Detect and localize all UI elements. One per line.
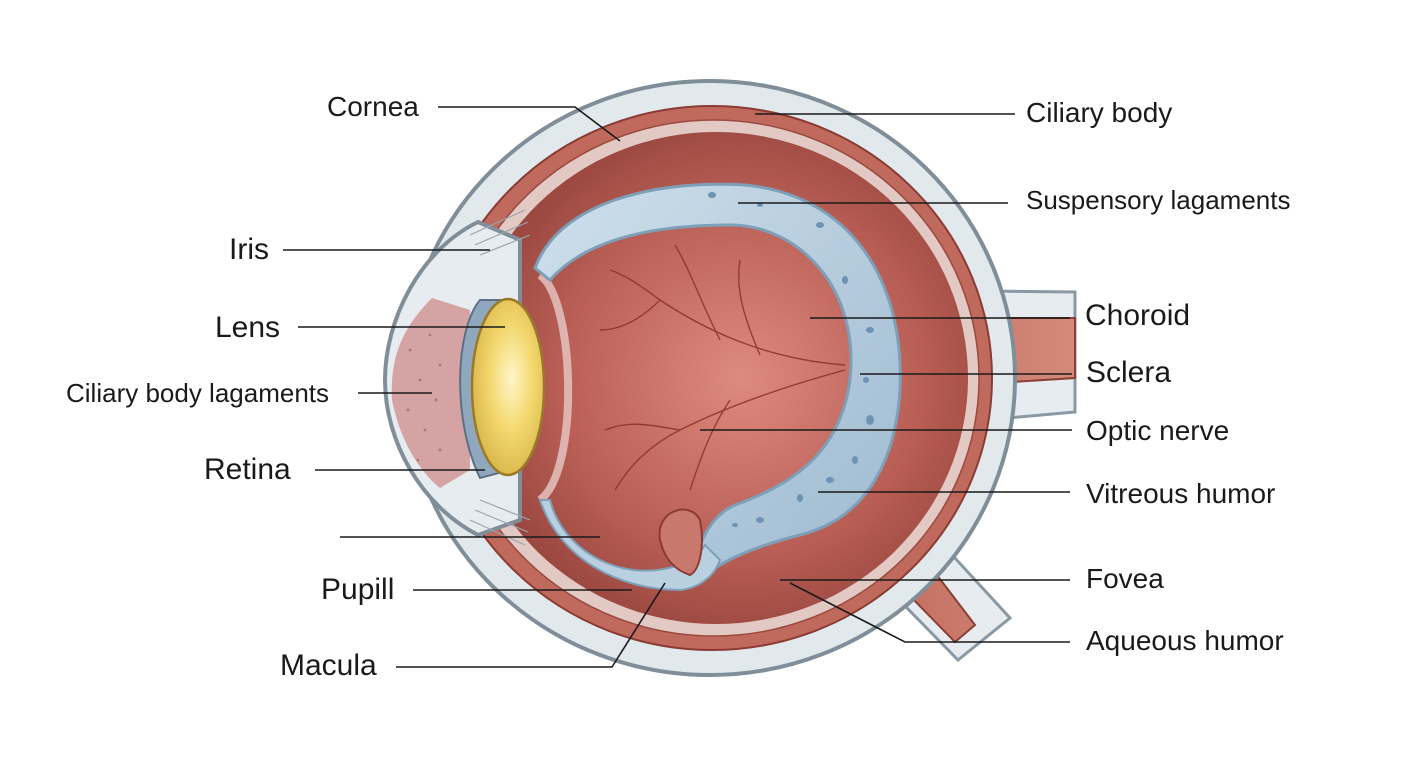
label-iris: Iris	[229, 233, 269, 266]
label-ciliary-body: Ciliary body	[1026, 97, 1173, 128]
label-retina: Retina	[204, 453, 291, 486]
leader-aqueous	[789, 582, 1070, 643]
label-sclera: Sclera	[1086, 356, 1172, 389]
leader-macula	[396, 582, 666, 668]
macula-bump	[658, 508, 703, 577]
label-ciliary-body-lagaments: Ciliary body lagaments	[66, 378, 330, 408]
label-macula: Macula	[280, 649, 377, 682]
label-choroid: Choroid	[1085, 299, 1191, 332]
hyaloid-membrane	[537, 271, 573, 504]
leader-lines	[283, 106, 1072, 668]
label-suspensory-lagaments: Suspensory lagaments	[1026, 185, 1291, 215]
label-lens: Lens	[215, 311, 281, 344]
vitreous-speckles	[708, 192, 874, 527]
label-cornea: Cornea	[327, 91, 419, 122]
label-aqueous-humor: Aqueous humor	[1086, 625, 1284, 656]
label-pupill: Pupill	[321, 573, 395, 606]
leader-cornea	[438, 106, 621, 142]
lens-shape	[470, 297, 546, 477]
label-fovea: Fovea	[1086, 563, 1164, 594]
label-optic-nerve: Optic nerve	[1086, 415, 1230, 446]
cornea-texture	[406, 333, 442, 462]
retinal-vessels	[599, 244, 846, 491]
label-vitreous-humor: Vitreous humor	[1086, 478, 1276, 509]
ciliary-striations	[469, 209, 531, 546]
